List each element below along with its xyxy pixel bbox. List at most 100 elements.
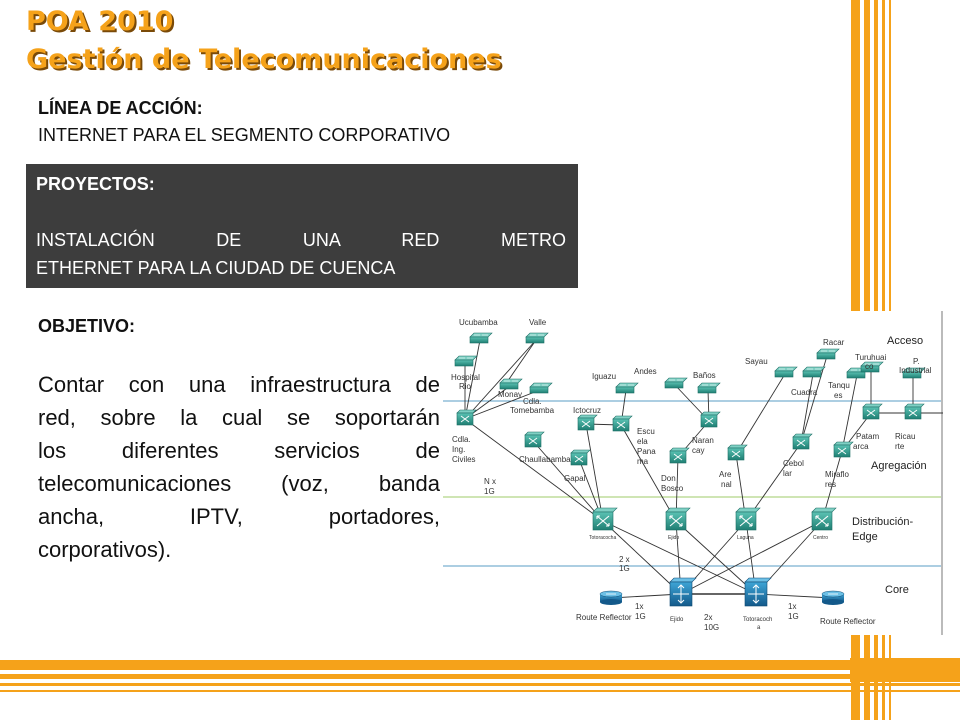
node-label: Ucubamba [459,318,498,327]
node-label: Naran [692,436,714,445]
aggregation-switch-icon [669,447,690,464]
node-label: Racar [823,338,845,347]
access-switch-icon [697,382,721,394]
node-label: Escu [637,427,655,436]
node-label: Cuadra [791,388,818,397]
edge-switch-icon [811,507,837,531]
access-switch-icon [615,382,639,394]
aggregation-switch-icon [904,403,925,420]
aggregation-switch-icon [524,431,545,448]
edge-switch-icon [665,507,691,531]
network-diagram: Acceso Agregación Distribución- Edge Cor… [443,311,943,635]
objetivo-line: los diferentes servicios de [38,438,440,463]
bottom-stripe-1 [0,660,960,670]
node-label: Tanqu [828,381,850,390]
aggregation-switch-icon [792,433,813,450]
node-label: Don [661,474,676,483]
node-label: Patam [856,432,879,441]
bottom-stripe-2 [0,674,960,679]
layer-acceso-label: Acceso [887,335,923,347]
node-label: Turuhuai [855,353,887,362]
layer-distribucion-label-2: Edge [852,531,878,543]
node-label: lar [783,469,792,478]
link-label: 1G [484,487,495,496]
aggregation-switch-icon [577,414,598,431]
node-label: Rio [459,382,472,391]
accion-text: INTERNET PARA EL SEGMENTO CORPORATIVO [38,125,451,145]
access-switch-icon [499,378,523,390]
access-switch-icon [902,367,926,379]
objetivo-line: telecomunicaciones (voz, banda [38,471,440,496]
node-label: Ejido [670,617,684,623]
node-label: Totoracoch [743,617,772,623]
access-switch-icon [802,366,826,378]
bottom-stripe-3 [0,683,960,686]
layer-agregacion-label: Agregación [871,460,927,472]
node-label: Hospital [451,373,480,382]
accion-label: LÍNEA DE ACCIÓN: [38,98,203,118]
node-label: rte [895,442,905,451]
node-label: Chaullabamba [519,455,571,464]
access-switch-icon [774,366,798,378]
node-label: arca [853,442,869,451]
node-label: a [757,625,761,631]
link-label: 1x [788,602,796,611]
route-reflector-icon [599,590,623,605]
network-diagram-svg: Acceso Agregación Distribución- Edge Cor… [443,311,943,635]
slide-title-line2: Gestión de Telecomunicaciones [26,44,502,75]
link-label: 1G [635,612,646,621]
proyectos-box: PROYECTOS: INSTALACIÓN DE UNA RED METRO … [26,164,578,288]
node-label: Monay [498,390,522,399]
node-label: Industrial [899,366,932,375]
decor-block [850,658,960,682]
layer-core-label: Core [885,584,909,596]
link-label: 2x [704,613,712,622]
link-label: 10G [704,623,719,632]
access-switch-icon [525,332,549,344]
node-label: Miraflo [825,470,850,479]
node-label: Totoracocha [589,535,616,541]
node-label: Centro [813,535,828,541]
node-label: Bosco [661,484,684,493]
node-label: Route Reflector [820,617,876,626]
link-label: 1G [788,612,799,621]
node-label: Laguna [737,535,754,541]
node-label: Iguazu [592,372,616,381]
diagram-border [941,311,943,635]
node-label: Ricau [895,432,915,441]
access-switch-icon [816,348,840,360]
node-label: Route Reflector [576,613,632,622]
access-switch-icon [664,377,688,389]
objetivo-label: OBJETIVO: [38,316,136,336]
node-label: Cebol [783,459,804,468]
link-label: N x [484,477,496,486]
link-label: 2 x [619,555,630,564]
core-router-icon [744,577,772,607]
node-label: co [865,362,874,371]
diagram-nodes [454,332,926,607]
node-label: ma [637,457,649,466]
node-label: Ing. [452,445,465,454]
aggregation-switch-icon [833,441,854,458]
link-label: 1x [635,602,643,611]
edge-switch-icon [735,507,761,531]
aggregation-switch-icon [700,411,721,428]
node-label: Sayau [745,357,768,366]
objetivo-line: red, sobre la cual se soportarán [38,405,440,430]
objetivo-line: corporativos). [38,537,172,562]
objetivo-line: Contar con una infraestructura de [38,372,440,397]
core-router-icon [669,577,697,607]
route-reflector-icon [821,590,845,605]
node-label: Civiles [452,455,476,464]
node-label: Are [719,470,732,479]
aggregation-switch-icon [612,415,633,432]
aggregation-switch-icon [727,444,748,461]
aggregation-switch-icon [570,449,591,466]
edge-switch-icon [592,507,618,531]
access-switch-icon [860,361,884,373]
node-label: Baños [693,371,716,380]
proyectos-line2: ETHERNET PARA LA CIUDAD DE CUENCA [36,258,396,278]
layer-distribucion-label-1: Distribución- [852,516,913,528]
node-label: res [825,480,836,489]
node-label: ela [637,437,648,446]
